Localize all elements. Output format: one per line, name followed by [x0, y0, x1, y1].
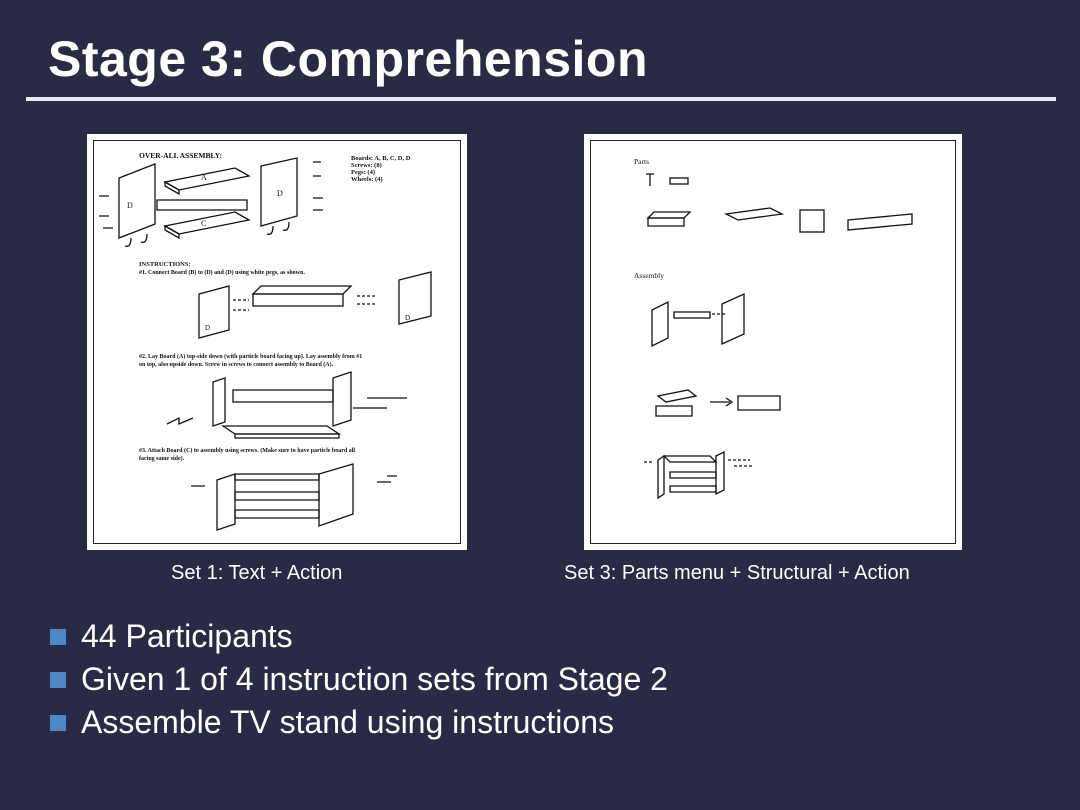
bullet-item: Given 1 of 4 instruction sets from Stage… — [48, 658, 668, 701]
bullet-item: 44 Participants — [48, 615, 668, 658]
figure-border — [590, 140, 956, 544]
screws — [99, 161, 323, 229]
board-label: D — [277, 189, 283, 198]
bullet-text: Assemble TV stand using instructions — [81, 704, 614, 740]
parts-list-item: Screws: (8) — [351, 162, 382, 169]
bullet-text: Given 1 of 4 instruction sets from Stage… — [81, 661, 668, 697]
assembly-steps — [644, 292, 781, 500]
slide-title: Stage 3: Comprehension — [48, 31, 648, 87]
board-label: D — [127, 201, 133, 210]
parts-menu-label: Parts — [634, 157, 649, 166]
title-divider — [26, 97, 1056, 101]
board-c — [163, 211, 251, 235]
assembly-drawing-parts-structural-action: Parts Assembly — [634, 157, 913, 500]
assembly-step-2 — [656, 389, 698, 403]
assembly-step-1 — [651, 300, 669, 348]
board-part-icon — [646, 211, 692, 219]
board-d1 — [260, 157, 298, 227]
assembly-label: Assembly — [634, 271, 664, 280]
board-labels: A C D D — [127, 173, 283, 228]
bullet-square-icon — [50, 715, 66, 731]
bullet-square-icon — [50, 629, 66, 645]
instruction-set-1-figure: OVER-ALL ASSEMBLY: Boards: A, B, C, D, D… — [87, 134, 467, 550]
parts-list-item: Wheels: (4) — [351, 176, 383, 183]
step-2-drawing — [166, 371, 407, 439]
figure-1-caption: Set 1: Text + Action — [171, 562, 343, 584]
step-3-drawing — [191, 463, 397, 531]
instruction-set-3-figure: Parts Assembly — [584, 134, 962, 550]
bullet-square-icon — [50, 672, 66, 688]
board-label: D — [405, 314, 410, 322]
bullet-text: 44 Participants — [81, 618, 293, 654]
parts-list: Boards: A, B, C, D, D Screws: (8) Pegs: … — [351, 155, 411, 183]
step-3-text-line-2: facing same side). — [139, 455, 185, 462]
board-d2 — [118, 163, 156, 239]
board-b — [156, 199, 248, 211]
board-label: A — [201, 173, 207, 182]
screw-part-icon — [646, 173, 654, 186]
parts-menu — [646, 173, 913, 233]
step-2-text-line-2: on top, also upside down. Screw in screw… — [139, 361, 334, 368]
step-3-text-line-1: #3. Attach Board (C) to assembly using s… — [139, 447, 355, 454]
figure-3-caption: Set 3: Parts menu + Structural + Action — [564, 562, 910, 584]
board-label: D — [205, 324, 210, 332]
board-a — [163, 167, 251, 191]
figure-border — [93, 140, 461, 544]
assembly-step-3 — [657, 454, 665, 500]
bullet-list: 44 Participants Given 1 of 4 instruction… — [48, 615, 668, 744]
exploded-view — [99, 157, 323, 247]
bullet-item: Assemble TV stand using instructions — [48, 701, 668, 744]
instructions-heading: INSTRUCTIONS: — [139, 261, 191, 268]
long-board-part-icon — [847, 213, 913, 231]
overall-assembly-heading: OVER-ALL ASSEMBLY: — [139, 151, 222, 160]
assembly-drawing-text-action: OVER-ALL ASSEMBLY: Boards: A, B, C, D, D… — [99, 151, 432, 531]
step-2-text-line-1: #2. Lay Board (A) top-side down (with pa… — [139, 353, 362, 360]
side-board-part-icon — [799, 209, 825, 233]
parts-list-item: Boards: A, B, C, D, D — [351, 155, 411, 162]
board-label: C — [201, 219, 206, 228]
step-1-drawing — [198, 271, 432, 339]
wheels — [124, 221, 290, 247]
board-part-icon — [723, 207, 785, 221]
parts-list-item: Pegs: (4) — [351, 169, 375, 176]
step-1-text: #1. Connect Board (B) to (D) and (D) usi… — [139, 269, 305, 276]
peg-part-icon — [669, 177, 689, 185]
